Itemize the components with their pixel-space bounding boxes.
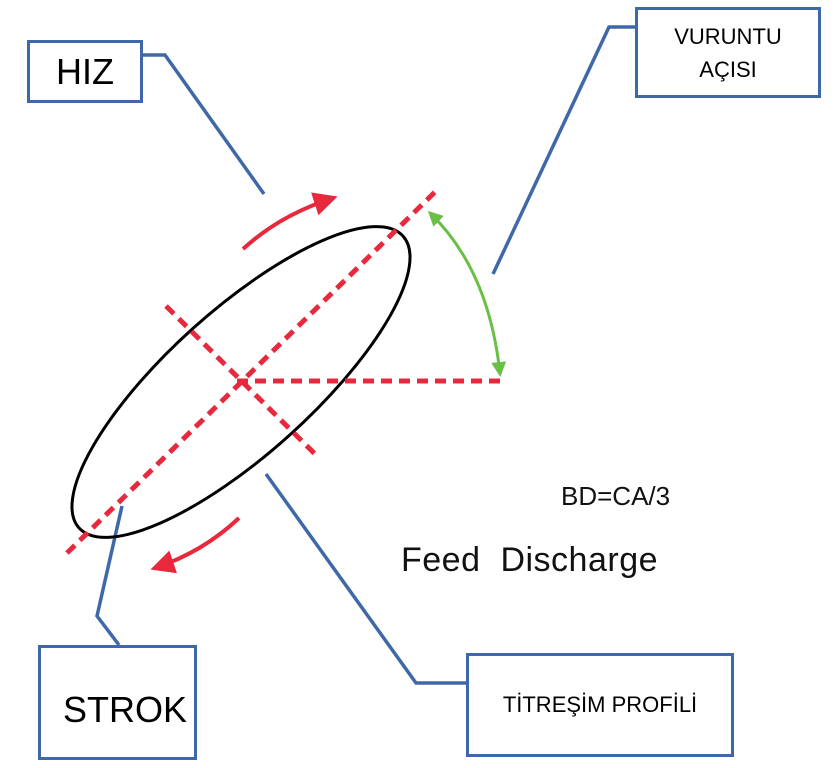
stroke-label: STROK: [63, 689, 188, 730]
strok-leader-line: [95, 505, 124, 647]
hiz-leader-line: [143, 53, 266, 196]
rotation-arrow-bottom-icon: [150, 516, 241, 574]
stroke-label-box: STROK: [38, 645, 197, 760]
vibration-profile-label-box: TİTREŞİM PROFİLİ: [466, 653, 734, 757]
impact-angle-label-line1: VURUNTU: [674, 23, 782, 49]
vibration-ellipse: [70, 225, 412, 539]
rotation-arrow-top-icon: [241, 192, 338, 251]
feed-discharge-text: Feed Discharge: [401, 541, 659, 579]
speed-label: HIZ: [56, 50, 114, 92]
formula-text: BD=CA/3: [561, 481, 671, 511]
impact-angle-arc-icon: [427, 210, 507, 377]
vibration-profile-label: TİTREŞİM PROFİLİ: [502, 692, 698, 717]
speed-label-box: HIZ: [27, 40, 143, 103]
impact-angle-label-box: VURUNTU AÇISI: [635, 7, 821, 98]
titresim-leader-line: [264, 472, 466, 685]
vuruntu-leader-line: [491, 25, 635, 275]
impact-angle-label-line2: AÇISI: [699, 56, 757, 82]
stroke-axis-dashed: [65, 188, 439, 555]
